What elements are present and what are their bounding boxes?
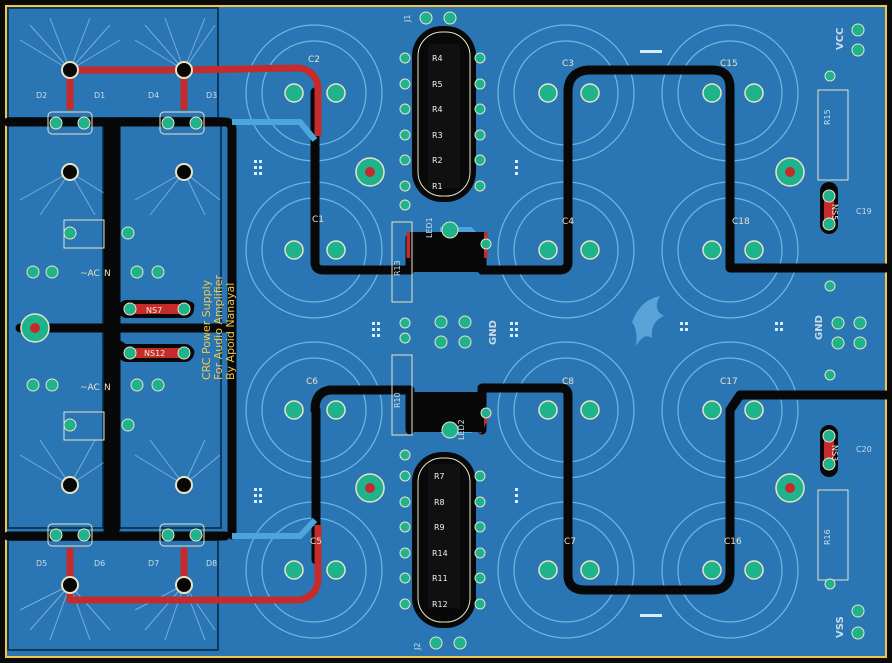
- resistor-ref: R4: [432, 105, 443, 114]
- resistor-ref: R14: [432, 549, 448, 558]
- bird-logo: [632, 296, 664, 346]
- cap-ref: C2: [308, 55, 320, 65]
- cap-ref: C16: [724, 537, 742, 547]
- resistor-ref: R3: [432, 131, 443, 140]
- resistor-ref: R9: [434, 523, 445, 532]
- resistor-ref: R8: [434, 498, 445, 507]
- diode-ref: D8: [206, 559, 217, 568]
- gnd-right-label: GND: [814, 315, 825, 340]
- cap-ref: C7: [564, 537, 576, 547]
- cap-ref: C5: [310, 537, 322, 547]
- small-cap-ref: C19: [856, 207, 872, 216]
- resistor-ref: R11: [432, 574, 448, 583]
- cap-ref: C6: [306, 377, 318, 387]
- diode-ref: D4: [148, 91, 159, 100]
- n-top-label: N: [104, 269, 111, 279]
- center-pour-top: [410, 232, 484, 272]
- led2-ref: LED2: [457, 419, 466, 440]
- mounting-holes: [20, 157, 805, 503]
- cap-ref: C18: [732, 217, 750, 227]
- cap-ref: C1: [312, 215, 324, 225]
- vcc-label: VCC: [835, 28, 846, 50]
- diode-ref: D7: [148, 559, 159, 568]
- resistor-ref: R2: [432, 156, 443, 165]
- resistor-ref: R12: [432, 600, 448, 609]
- n-bottom-label: N: [104, 383, 111, 393]
- r16-ref: R16: [823, 529, 832, 545]
- title-line-2: For Audio Amplifier: [212, 275, 225, 380]
- r15-ref: R15: [823, 109, 832, 125]
- vss-label: VSS: [835, 616, 846, 638]
- ns5-label: NS5: [830, 204, 839, 220]
- cap-ref: C17: [720, 377, 738, 387]
- diode-ref: D3: [206, 91, 217, 100]
- silk-title: CRC Power Supply For Audio Amplifier By …: [200, 275, 237, 380]
- dip-package-bottom: [412, 452, 476, 628]
- cap-ref: C15: [720, 59, 738, 69]
- small-pads: [26, 11, 867, 650]
- title-line-3: By Apoid Nanayal: [224, 283, 237, 380]
- diode-ref: D5: [36, 559, 47, 568]
- diode-pads: [61, 61, 193, 594]
- resistor-ref: R7: [434, 472, 445, 481]
- j2-ref: J2: [413, 643, 422, 651]
- title-line-1: CRC Power Supply: [200, 279, 213, 380]
- cap-ref: C8: [562, 377, 574, 387]
- small-cap-ref: C20: [856, 445, 872, 454]
- cap-ref: C4: [562, 217, 574, 227]
- ns3-label: NS3: [830, 445, 839, 461]
- r13-ref: R13: [393, 260, 402, 276]
- resistor-ref: R1: [432, 182, 443, 191]
- r10-ref: R10: [393, 392, 402, 408]
- ac-bottom-label: ~AC: [80, 383, 100, 393]
- cap-ref: C3: [562, 59, 574, 69]
- capacitor-pads: [284, 83, 764, 580]
- resistor-ref: R5: [432, 80, 443, 89]
- j1-ref: J1: [403, 15, 412, 23]
- dip-package-top: [412, 26, 476, 202]
- diode-ref: D6: [94, 559, 105, 568]
- ns7-label: NS7: [146, 306, 162, 315]
- ns12-label: NS12: [144, 349, 165, 358]
- ac-top-label: ~AC: [80, 269, 100, 279]
- diode-ref: D1: [94, 91, 105, 100]
- diode-ref: D2: [36, 91, 47, 100]
- via-clusters: [254, 50, 783, 617]
- resistor-ref: R4: [432, 54, 443, 63]
- led1-ref: LED1: [425, 217, 434, 238]
- dip-side-pads: [399, 52, 486, 610]
- gnd-left-label: GND: [488, 320, 499, 345]
